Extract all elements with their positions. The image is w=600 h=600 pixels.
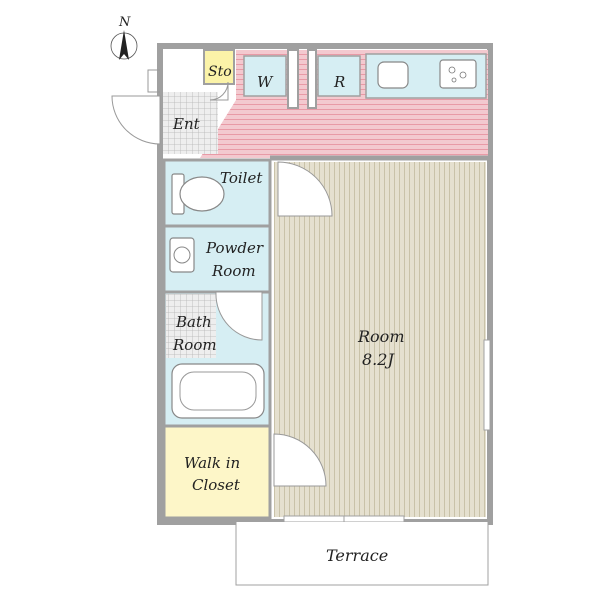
main-room-label-line2: 8.2J (362, 350, 395, 369)
stove-icon (439, 59, 477, 89)
window (483, 339, 491, 431)
terrace-label: Terrace (326, 546, 388, 565)
north-label: N (118, 15, 131, 30)
powder-room-label-line2: Room (211, 262, 256, 280)
bathtub-icon (171, 363, 265, 419)
closet-label-line2: Closet (192, 476, 241, 494)
main-room-label-line1: Room (357, 327, 404, 346)
bath-tile-floor (166, 294, 216, 358)
storage-label: Sto (208, 64, 232, 80)
closet-door[interactable] (273, 433, 327, 487)
burner-icon (448, 66, 456, 74)
entrance-floor (163, 92, 218, 154)
entrance-jamb (147, 69, 160, 93)
fridge-label: R (333, 73, 345, 91)
washbasin-icon (169, 237, 195, 273)
bath-label-line1: Bath (175, 313, 212, 331)
walk-in-closet (162, 424, 272, 520)
room-door[interactable] (277, 161, 333, 217)
washer-space (243, 55, 287, 97)
toilet-icon (171, 173, 225, 215)
powder-room-label-line1: Powder (205, 239, 264, 257)
partition-wall (287, 49, 299, 109)
washer-label: W (257, 73, 274, 91)
bath-door[interactable] (215, 291, 263, 341)
burner-icon (459, 71, 467, 79)
entrance-label: Ent (172, 115, 201, 133)
compass-arrow-icon (119, 30, 129, 60)
north-compass: N (110, 15, 138, 60)
partition-wall-2 (307, 49, 317, 109)
entrance-door[interactable] (111, 95, 161, 145)
door-swings (111, 69, 333, 487)
toilet-label: Toilet (220, 169, 263, 187)
storage-closet (203, 49, 235, 85)
bath-label-line2: Room (172, 336, 217, 354)
sink-icon (377, 61, 409, 89)
storage-door[interactable] (209, 81, 229, 101)
terrace (235, 522, 489, 586)
burner-icon (451, 77, 457, 83)
fridge-space (317, 55, 361, 97)
closet-label-line1: Walk in (184, 454, 240, 472)
